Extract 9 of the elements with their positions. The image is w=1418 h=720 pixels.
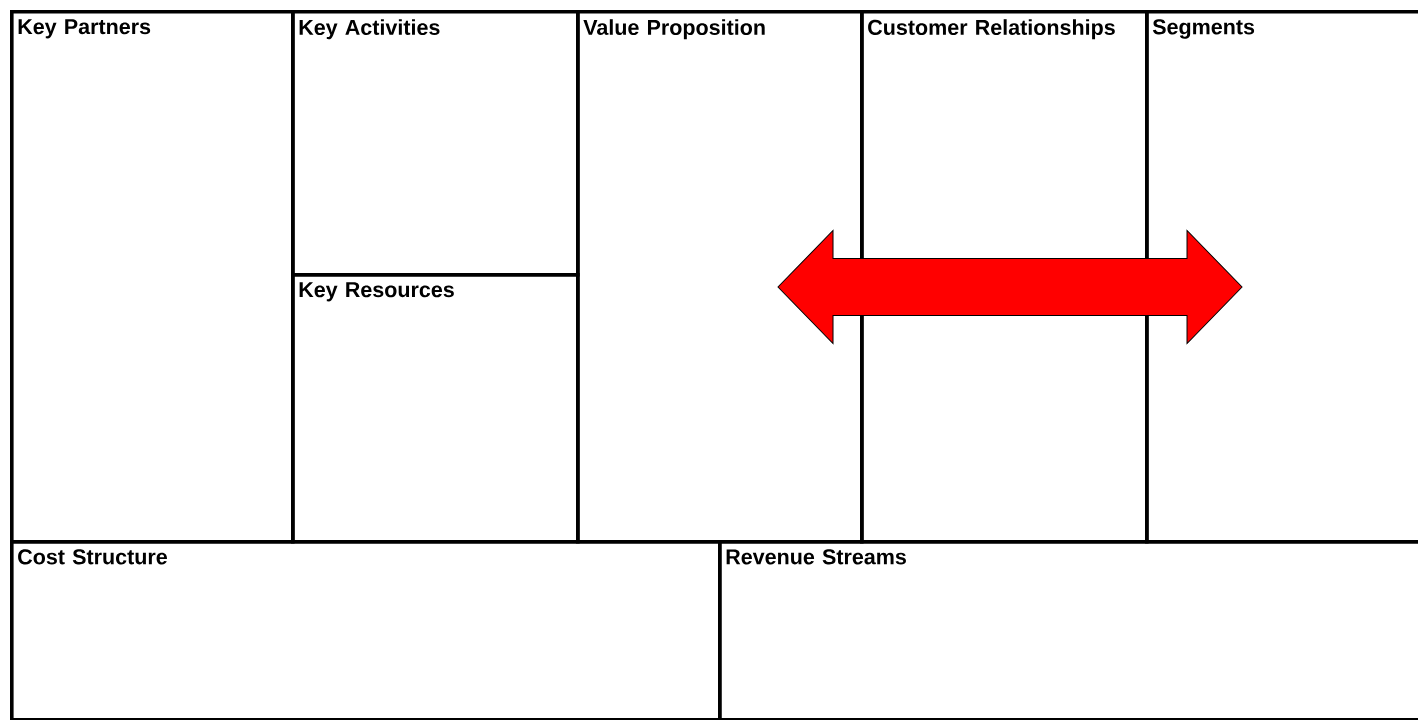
canvas-block: Key Activities <box>291 10 580 277</box>
double-arrow <box>777 230 1243 344</box>
canvas-block: Segments <box>1145 10 1418 544</box>
canvas-block: Customer Relationships <box>860 10 1149 544</box>
canvas-block: Cost Structure <box>10 540 722 720</box>
canvas-block: Value Proposition <box>576 10 864 544</box>
canvas-block: Key Partners <box>10 10 295 544</box>
canvas-block: Key Resources <box>291 273 580 544</box>
canvas-block: Revenue Streams <box>718 540 1418 720</box>
